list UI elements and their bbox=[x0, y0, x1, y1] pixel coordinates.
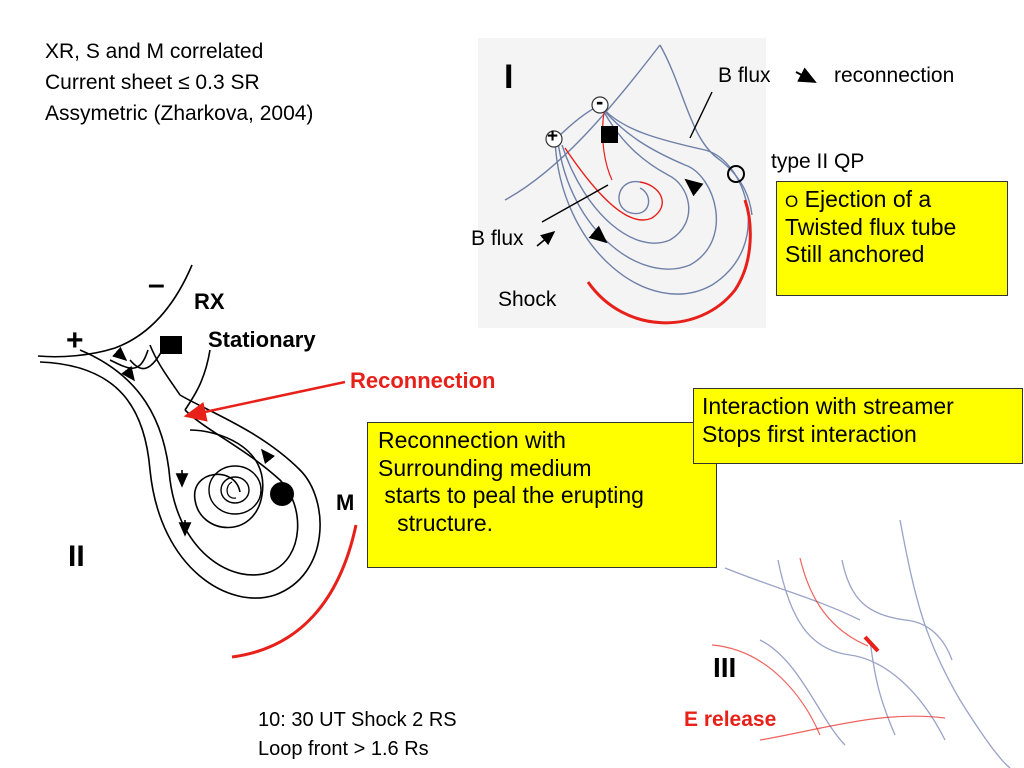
panel-1-bflux-left-pointer bbox=[541, 184, 609, 223]
panel-3-field-line-6 bbox=[899, 519, 1011, 768]
panel-1-bflux-pointer bbox=[689, 91, 713, 139]
panel-1-inflow-arrow-2 bbox=[588, 225, 608, 244]
panel-3-sketch bbox=[711, 519, 1011, 768]
footer-notes: 10: 30 UT Shock 2 RS Loop front > 1.6 Rs bbox=[258, 706, 457, 764]
panel-2-plus-sign: + bbox=[66, 324, 84, 357]
panel-3-field-line-1 bbox=[724, 567, 861, 621]
panel-1-bflux-increase-arrow bbox=[536, 230, 556, 247]
panel-1-square-marker bbox=[601, 126, 618, 143]
panel-1-plus-footpoint bbox=[545, 130, 563, 148]
streamer-note-box: Interaction with streamer Stops first in… bbox=[693, 388, 1023, 464]
ejection-note-line-1: O Ejection of a bbox=[785, 186, 932, 212]
panel-2-rx-label: RX bbox=[194, 289, 225, 314]
panel-1-background bbox=[478, 38, 766, 328]
panel-1-sketch bbox=[478, 38, 817, 328]
panel-1-shock-label: Shock bbox=[498, 288, 557, 311]
panel-2-arcade bbox=[109, 349, 149, 369]
panel-1-reconnection-label: reconnection bbox=[834, 64, 955, 87]
panel-1-plus-sign: + bbox=[547, 126, 559, 147]
panel-2-numeral: II bbox=[68, 540, 85, 573]
panel-2-m-label: M bbox=[336, 490, 355, 515]
panel-1-field-line-3 bbox=[561, 111, 690, 244]
panel-3-red-line-2 bbox=[711, 644, 821, 736]
panel-3-erelease-label: E release bbox=[684, 708, 777, 731]
panel-3-numeral: III bbox=[713, 652, 737, 683]
panel-3-field-line-4 bbox=[841, 559, 953, 661]
panel-2-square-marker bbox=[160, 336, 182, 354]
panel-3-red-line-3 bbox=[759, 715, 946, 741]
panel-2-field-arrow-2 bbox=[121, 365, 135, 382]
panel-1-numeral: I bbox=[504, 58, 514, 96]
panel-2-cusp-right bbox=[184, 349, 211, 411]
streamer-note-line-1: Interaction with streamer bbox=[702, 393, 954, 419]
panel-2-field-arrow-4 bbox=[261, 448, 275, 464]
panel-3-red-line-1 bbox=[799, 557, 869, 647]
panel-2-reconnection-arrow bbox=[183, 380, 346, 422]
panel-2-flux-rope-outer bbox=[208, 465, 262, 515]
medium-note-line-3: starts to peal the erupting bbox=[378, 482, 644, 509]
panel-3-field-line-3 bbox=[777, 559, 946, 741]
panel-1-minus-footpoint bbox=[591, 96, 609, 114]
panel-1-red-strand bbox=[601, 111, 613, 181]
panel-1-red-field-line bbox=[564, 147, 663, 221]
medium-note-line-1: Reconnection with bbox=[378, 427, 566, 453]
panel-1-limb bbox=[504, 44, 661, 201]
panel-3-field-line-5 bbox=[869, 639, 896, 736]
ejection-note-box: O Ejection of a Twisted flux tube Still … bbox=[776, 181, 1008, 296]
streamer-note-line-2: Stops first interaction bbox=[702, 420, 917, 447]
footer-line-1: 10: 30 UT Shock 2 RS bbox=[258, 709, 457, 731]
notes: XR, S and M correlated Current sheet ≤ 0… bbox=[45, 40, 313, 133]
panel-1-shock-arc bbox=[586, 199, 752, 325]
medium-note-box: Reconnection with Surrounding medium sta… bbox=[367, 422, 717, 568]
note-line-1: XR, S and M correlated bbox=[45, 40, 264, 63]
panel-1-minus-sign: - bbox=[596, 89, 604, 114]
medium-note-line-4: structure. bbox=[378, 509, 494, 536]
panel-1-circle-marker bbox=[727, 165, 745, 183]
panel-1-inflow-arrow-1 bbox=[684, 178, 704, 197]
note-line-3: Assymetric (Zharkova, 2004) bbox=[45, 102, 314, 125]
note-line-2: Current sheet ≤ 0.3 SR bbox=[45, 71, 260, 94]
panel-3-energy-release-marker bbox=[863, 635, 880, 653]
panel-1-bflux-top-label: B flux bbox=[718, 64, 771, 87]
panel-2-spiral bbox=[189, 429, 264, 529]
ejection-note-line-3: Still anchored bbox=[785, 241, 925, 268]
panel-2-field-line-outer bbox=[39, 361, 321, 599]
panel-2-flux-rope-inner bbox=[220, 476, 250, 504]
panel-1-field-line-outer bbox=[554, 104, 749, 295]
panel-1-typeii-label: type II QP bbox=[771, 150, 865, 173]
panel-2-sketch bbox=[37, 264, 358, 659]
panel-1-open-field bbox=[659, 44, 753, 216]
panel-2-flux-rope-core bbox=[226, 481, 237, 499]
panel-2-circle-marker bbox=[270, 482, 294, 506]
panel-1-bflux-left-label: B flux bbox=[471, 227, 524, 250]
panel-1-bflux-decrease-arrow bbox=[795, 67, 817, 83]
panel-2-reconnection-label: Reconnection bbox=[350, 368, 496, 393]
ejection-note-line-2: Twisted flux tube bbox=[785, 213, 957, 240]
panel-2-shock-arc bbox=[231, 524, 358, 659]
panel-2-cusp-left bbox=[149, 344, 181, 396]
panel-2-minus-sign: – bbox=[148, 268, 165, 301]
panel-2-field-arrow-1 bbox=[112, 346, 128, 362]
panel-1-inner-spiral bbox=[618, 181, 650, 215]
footer-line-2: Loop front > 1.6 Rs bbox=[258, 738, 429, 760]
medium-note-line-2: Surrounding medium bbox=[378, 454, 592, 481]
panel-2-stationary-label: Stationary bbox=[208, 327, 316, 352]
ejection-marker: O bbox=[785, 192, 799, 211]
panel-2-field-line-2 bbox=[79, 349, 299, 576]
panel-3-field-line-2 bbox=[759, 639, 846, 746]
